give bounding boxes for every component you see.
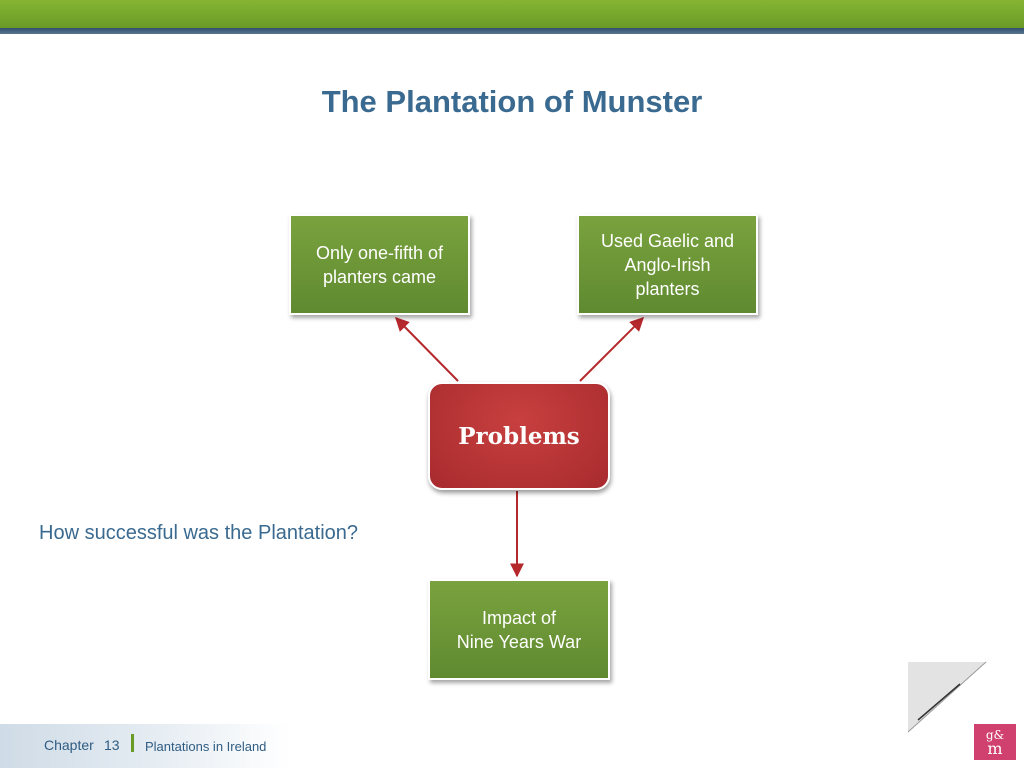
footer-chapter-label: Chapter (44, 737, 94, 753)
top-banner-stripe (0, 28, 1024, 34)
question-text: How successful was the Plantation? (39, 522, 359, 544)
node-one-fifth-planters: Only one-fifth of planters came (289, 214, 470, 315)
top-banner (0, 0, 1024, 28)
logo-text-bottom: m (987, 739, 1003, 758)
logo-text-top: g& (985, 728, 1005, 742)
node-problems: Problems (428, 382, 610, 490)
footer-chapter-number: 13 (104, 737, 120, 753)
footer-subject: Plantations in Ireland (145, 739, 267, 754)
arrow-to-right-node (579, 317, 644, 382)
node-nine-years-war: Impact of Nine Years War (428, 579, 610, 680)
slide-title: The Plantation of Munster (321, 84, 703, 119)
node-gaelic-anglo-irish: Used Gaelic and Anglo-Irish planters (577, 214, 758, 315)
arrow-to-left-node (395, 317, 459, 382)
publisher-logo: g& m (974, 724, 1016, 760)
footer-separator (131, 734, 134, 752)
footer-bar (0, 724, 290, 768)
